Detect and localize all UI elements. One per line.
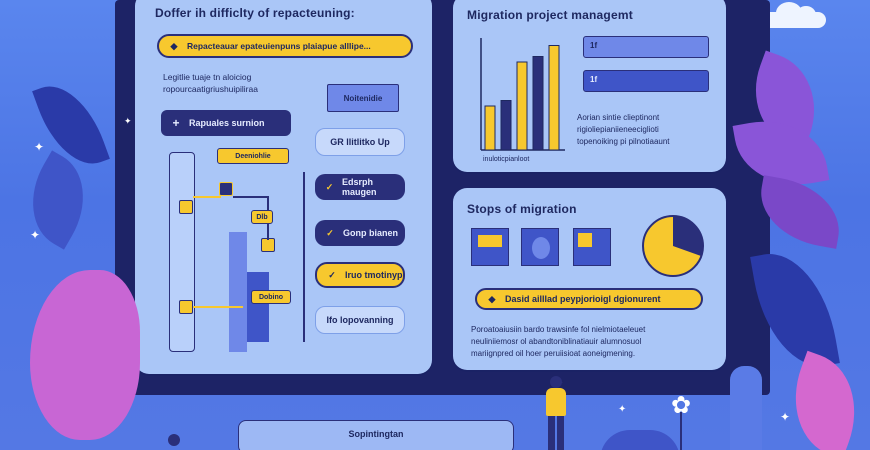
flow-diagram	[169, 152, 309, 352]
bar-5	[548, 45, 560, 151]
migration-desc-2: rigioliepianiieneeciglioti	[577, 125, 659, 134]
flow-tag-low[interactable]: Dobino	[251, 290, 291, 304]
rapuales-nav-pill[interactable]: + Rapuales surnion	[161, 110, 291, 136]
flow-node-2[interactable]	[219, 182, 233, 196]
flow-tag-top[interactable]: Deeniohlie	[217, 148, 289, 164]
migration-desc-1: Aorian sintie clieptinont	[577, 113, 660, 122]
diamond-icon: ◆	[488, 293, 496, 304]
bottom-banner[interactable]: Sopintingtan	[238, 420, 514, 450]
check-icon: ✓	[328, 269, 336, 280]
pie-chart	[642, 215, 704, 277]
migration-title: Migration project managemt	[467, 8, 633, 22]
bush-right	[600, 430, 680, 450]
stops-title: Stops of migration	[467, 202, 577, 216]
check-icon: ✓	[325, 181, 334, 192]
step-1[interactable]: GR llitlitko Up	[315, 128, 405, 156]
difficulty-title: Doffer ih difficlty of repacteuning:	[155, 6, 355, 20]
stops-desc-1: Poroatoaiusiin bardo trawsinfe fol nielm…	[471, 325, 646, 334]
sparkle-icon: ✦	[34, 140, 45, 154]
dasid-pill[interactable]: ◆ Dasid ailllad peypjorioigl dgionurent	[475, 288, 703, 310]
stops-desc-2: neuliniiemosr ol abandtoniblinatiauir al…	[471, 337, 642, 346]
chart-axis-label: inuloticpianloot	[483, 156, 530, 163]
flower-icon: ✿	[664, 394, 698, 450]
flow-node-1[interactable]	[179, 200, 193, 214]
bar-chart	[480, 38, 565, 151]
sparkle-icon: ✦	[618, 404, 627, 415]
sparkle-icon: ✦	[780, 410, 791, 424]
flow-node-4[interactable]	[179, 300, 193, 314]
diamond-icon: ◆	[170, 40, 178, 51]
difficulty-panel: Doffer ih difficlty of repacteuning: ◆ R…	[135, 0, 432, 374]
step-card-2[interactable]	[521, 228, 559, 266]
migration-desc-3: topenoiking pi pilnotiaaunt	[577, 137, 670, 146]
step-card-1[interactable]	[471, 228, 509, 266]
cloud-illustration	[762, 2, 832, 28]
progress-bar-1[interactable]: 1f	[583, 36, 709, 58]
step-4[interactable]: ✓ Iruo tmotinyp	[315, 262, 405, 288]
bar-2	[500, 100, 512, 151]
stops-desc-3: mariignpred oil hoer peruiisioat aoneigm…	[471, 349, 636, 358]
step-card-3[interactable]	[573, 228, 611, 266]
bar-4	[532, 56, 544, 151]
noitenidie-box[interactable]: Noitenidie	[327, 84, 399, 112]
progress-bar-2[interactable]: 1f	[583, 70, 709, 92]
check-icon: ✓	[326, 227, 334, 238]
purple-leaf-left	[30, 270, 140, 440]
flow-node-3[interactable]	[261, 238, 275, 252]
stops-panel: Stops of migration ◆ Dasid ailllad peypj…	[453, 188, 726, 370]
step-2[interactable]: ✓ Edsrph maugen	[315, 174, 405, 200]
step-5[interactable]: Ifo lopovanning	[315, 306, 405, 334]
repacteauar-pill[interactable]: ◆ Repacteauar epateuienpuns plaiapue all…	[157, 34, 413, 58]
sparkle-icon: ✦	[30, 228, 41, 242]
cactus	[730, 366, 762, 450]
plus-icon: +	[172, 116, 180, 130]
small-person	[162, 434, 186, 450]
bar-1	[484, 105, 496, 151]
difficulty-subtitle-1: Legitlie tuaje tn aloiciog	[163, 72, 252, 82]
flow-tag-mid[interactable]: Dlb	[251, 210, 273, 224]
sparkle-icon: ✦	[124, 116, 132, 126]
person-figure	[542, 376, 570, 450]
bar-3	[516, 61, 528, 151]
difficulty-subtitle-2: ropourcaatigriushuipiliraa	[163, 84, 258, 94]
step-3[interactable]: ✓ Gonp bianen	[315, 220, 405, 246]
migration-panel: Migration project managemt inuloticpianl…	[453, 0, 726, 172]
